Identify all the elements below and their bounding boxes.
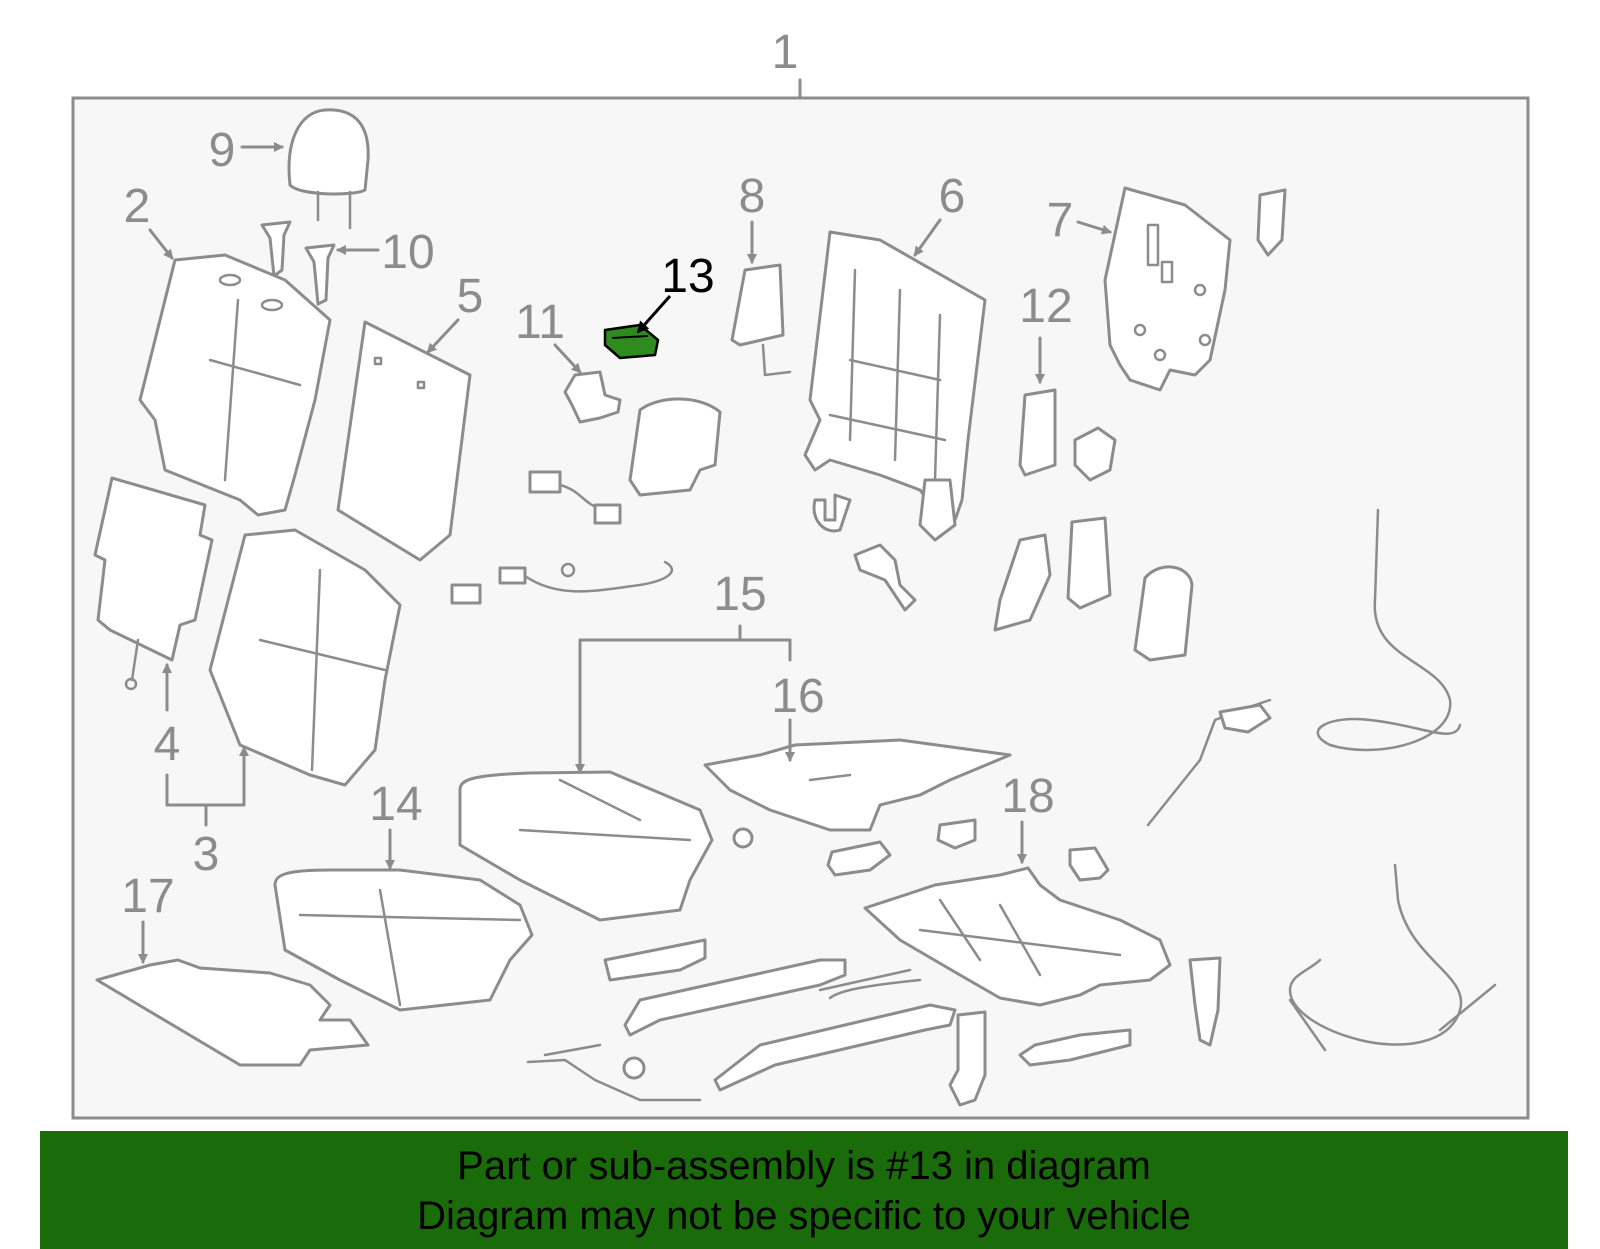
part-15-seat-cushion	[458, 770, 714, 922]
callout-3: 3	[193, 828, 220, 881]
part-10-headrest-guides	[260, 220, 336, 306]
latch-part	[1073, 188, 1287, 482]
part-6-seat-frame	[803, 230, 987, 542]
part-9-headrest	[287, 108, 370, 230]
banner-line-2: Diagram may not be specific to your vehi…	[417, 1194, 1191, 1238]
callout-18: 18	[1001, 770, 1054, 823]
side-trims	[993, 516, 1194, 662]
callout-6: 6	[939, 170, 966, 223]
callout-17: 17	[121, 870, 174, 923]
part-14-seat-cushion	[273, 868, 534, 1012]
part-18-seat-base	[863, 866, 1172, 1007]
part-7-back-panel	[1103, 186, 1232, 392]
part-4-seat-spring	[93, 476, 214, 691]
callout-5: 5	[457, 270, 484, 323]
callout-1: 1	[772, 26, 799, 79]
callout-16: 16	[771, 670, 824, 723]
wire-harness-lower	[450, 560, 673, 605]
callout-8: 8	[739, 170, 766, 223]
callout-4: 4	[154, 718, 181, 771]
part-16-cushion-spring	[703, 738, 1012, 832]
banner-line-1: Part or sub-assembly is #13 in diagram	[457, 1144, 1151, 1188]
callout-9: 9	[209, 124, 236, 177]
cable-lower	[1288, 863, 1497, 1052]
callout-12: 12	[1019, 280, 1072, 333]
part-3-seat-back-lower	[208, 528, 402, 787]
part-2-seat-back-cover	[138, 253, 332, 517]
part-17-mat	[95, 958, 370, 1067]
callout-10: 10	[381, 226, 434, 279]
rod-assembly	[1146, 698, 1272, 827]
misc-small-parts	[732, 818, 1110, 882]
wire-harness-upper	[528, 397, 722, 525]
seat-rails	[526, 938, 1222, 1107]
part-11-lock	[563, 370, 622, 424]
callout-15: 15	[713, 568, 766, 621]
bracket-parts	[812, 493, 917, 612]
callout-11: 11	[515, 296, 565, 349]
callout-13: 13	[661, 250, 714, 303]
cable-upper	[1316, 508, 1462, 752]
callout-14: 14	[369, 778, 422, 831]
part-12-bracket	[1018, 388, 1057, 477]
part-8-trim	[730, 263, 792, 377]
info-banner: Part or sub-assembly is #13 in diagram D…	[40, 1131, 1568, 1249]
callout-7: 7	[1047, 194, 1074, 247]
callout-2: 2	[124, 180, 151, 233]
part-5-back-board	[336, 320, 472, 562]
